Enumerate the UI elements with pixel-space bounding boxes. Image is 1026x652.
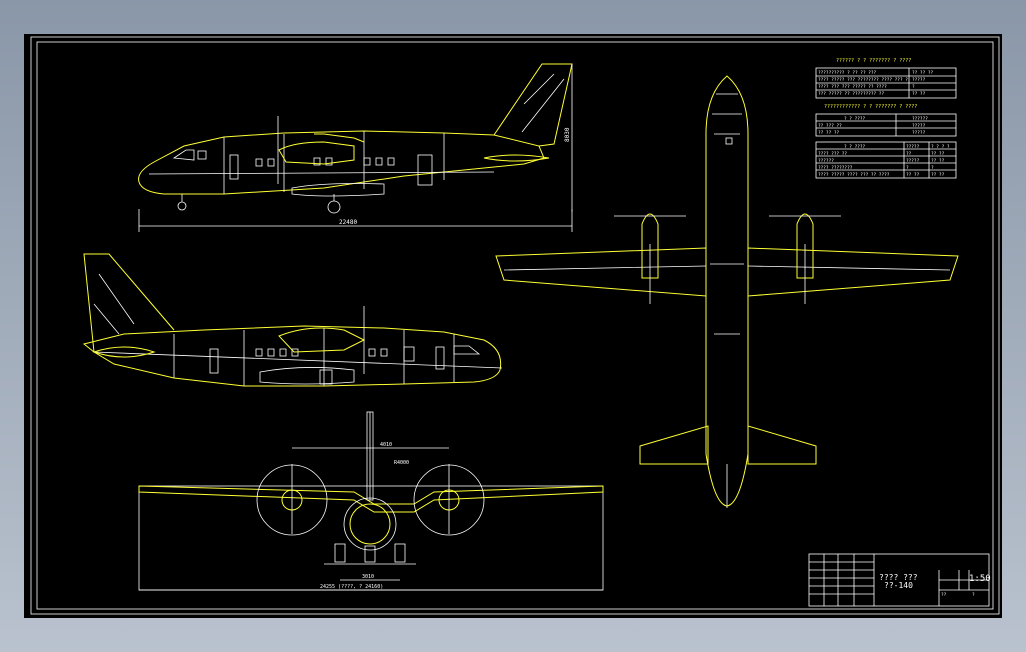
table2-header-col1: ? ? ???? xyxy=(844,116,866,122)
title-block: ???? ??? ??-140 1:50 ?? ? xyxy=(808,553,991,607)
front-view: 4010 R4000 3010 24255 (????, ? 24160) xyxy=(138,411,604,591)
wingspan-dimension-label: 24255 (????, ? 24160) xyxy=(320,584,383,590)
track-dimension-label: 3010 xyxy=(362,574,374,580)
table3-row3-v1: ? xyxy=(906,165,909,171)
title-block-sheet-label: ?? xyxy=(941,592,947,598)
small-dimension-label: R4000 xyxy=(394,460,409,466)
table3-row4-label: ???? ????? ???? ??? ?? ???? xyxy=(818,172,890,178)
table3-row4-v1: ?? ?? xyxy=(906,172,920,178)
table3-row1-label: ???? ??? ?? xyxy=(818,151,847,157)
table1-row3-label: ???? ??? ??? ????? ?? ???? xyxy=(818,84,887,90)
height-dimension-label: 8030 xyxy=(564,127,571,142)
table3-row4-v2: ?? ?? xyxy=(931,172,945,178)
table2-row1-value: ????? xyxy=(912,123,926,129)
table1-heading: ?????? ? ? ??????? ? ???? xyxy=(836,58,911,64)
sheet-outer-border xyxy=(30,36,1000,615)
title-block-title: ???? ??? xyxy=(879,573,918,582)
table1-row1-value: ?? ?? ?? xyxy=(912,70,934,76)
title-block-scale: 1:50 xyxy=(969,574,991,584)
sheet-inner-border xyxy=(36,41,994,610)
length-dimension-label: 22480 xyxy=(339,219,357,226)
table3-row2-label: ?????? xyxy=(818,158,834,164)
table3-row1-v1: ?? xyxy=(906,151,912,157)
table3-row3-label: ???? ???????? xyxy=(818,165,853,171)
table2-row1-label: ?? ??? ?? xyxy=(818,123,842,129)
table1-row2-value: ????? xyxy=(912,77,926,83)
table3-row1-v2: ?? ?? xyxy=(931,151,945,157)
table1-row4-value: ?? ?? xyxy=(912,91,926,97)
table2-row2-value: ????? xyxy=(912,130,926,136)
table3-header-col3: ? ? ? ? xyxy=(931,144,950,150)
table3-row3-v2: ? xyxy=(931,165,934,171)
side-view-left-facing: 22480 8030 xyxy=(138,63,573,232)
table3-row2-v1: ????? xyxy=(906,158,920,164)
table3-header-col1: ? ? ???? xyxy=(844,144,866,150)
table1-row3-value: ? xyxy=(912,84,915,90)
prop-diameter-label: 4010 xyxy=(380,442,392,448)
table2-header-col2: ?????? xyxy=(912,116,928,122)
table2-row2-label: ?? ?? ?? xyxy=(818,130,840,136)
table1-row2-label: ???? ????? ??? ???????? ???? ??? ? xyxy=(818,77,908,83)
top-view xyxy=(495,75,959,508)
title-block-subtitle: ??-140 xyxy=(884,581,913,590)
table3-header-col2: ????? xyxy=(906,144,920,150)
aircraft-three-view-drawing: 22480 8030 xyxy=(30,36,1000,615)
table2-heading: ???????????? ? ? ??????? ? ???? xyxy=(824,104,917,110)
side-view-right-facing xyxy=(82,253,503,387)
table1-row1-label: ?????????? ? ?? ?? ??? xyxy=(818,70,877,76)
table1-row4-label: ??? ????? ?? ????????? ?? xyxy=(818,91,884,97)
spec-tables: ?????? ? ? ??????? ? ???? ?????????? ? ?… xyxy=(815,58,957,179)
title-block-sheet-value: ? xyxy=(972,592,975,598)
cad-drawing-canvas[interactable]: 22480 8030 xyxy=(24,34,1002,618)
table3-row2-v2: ?? ?? xyxy=(931,158,945,164)
